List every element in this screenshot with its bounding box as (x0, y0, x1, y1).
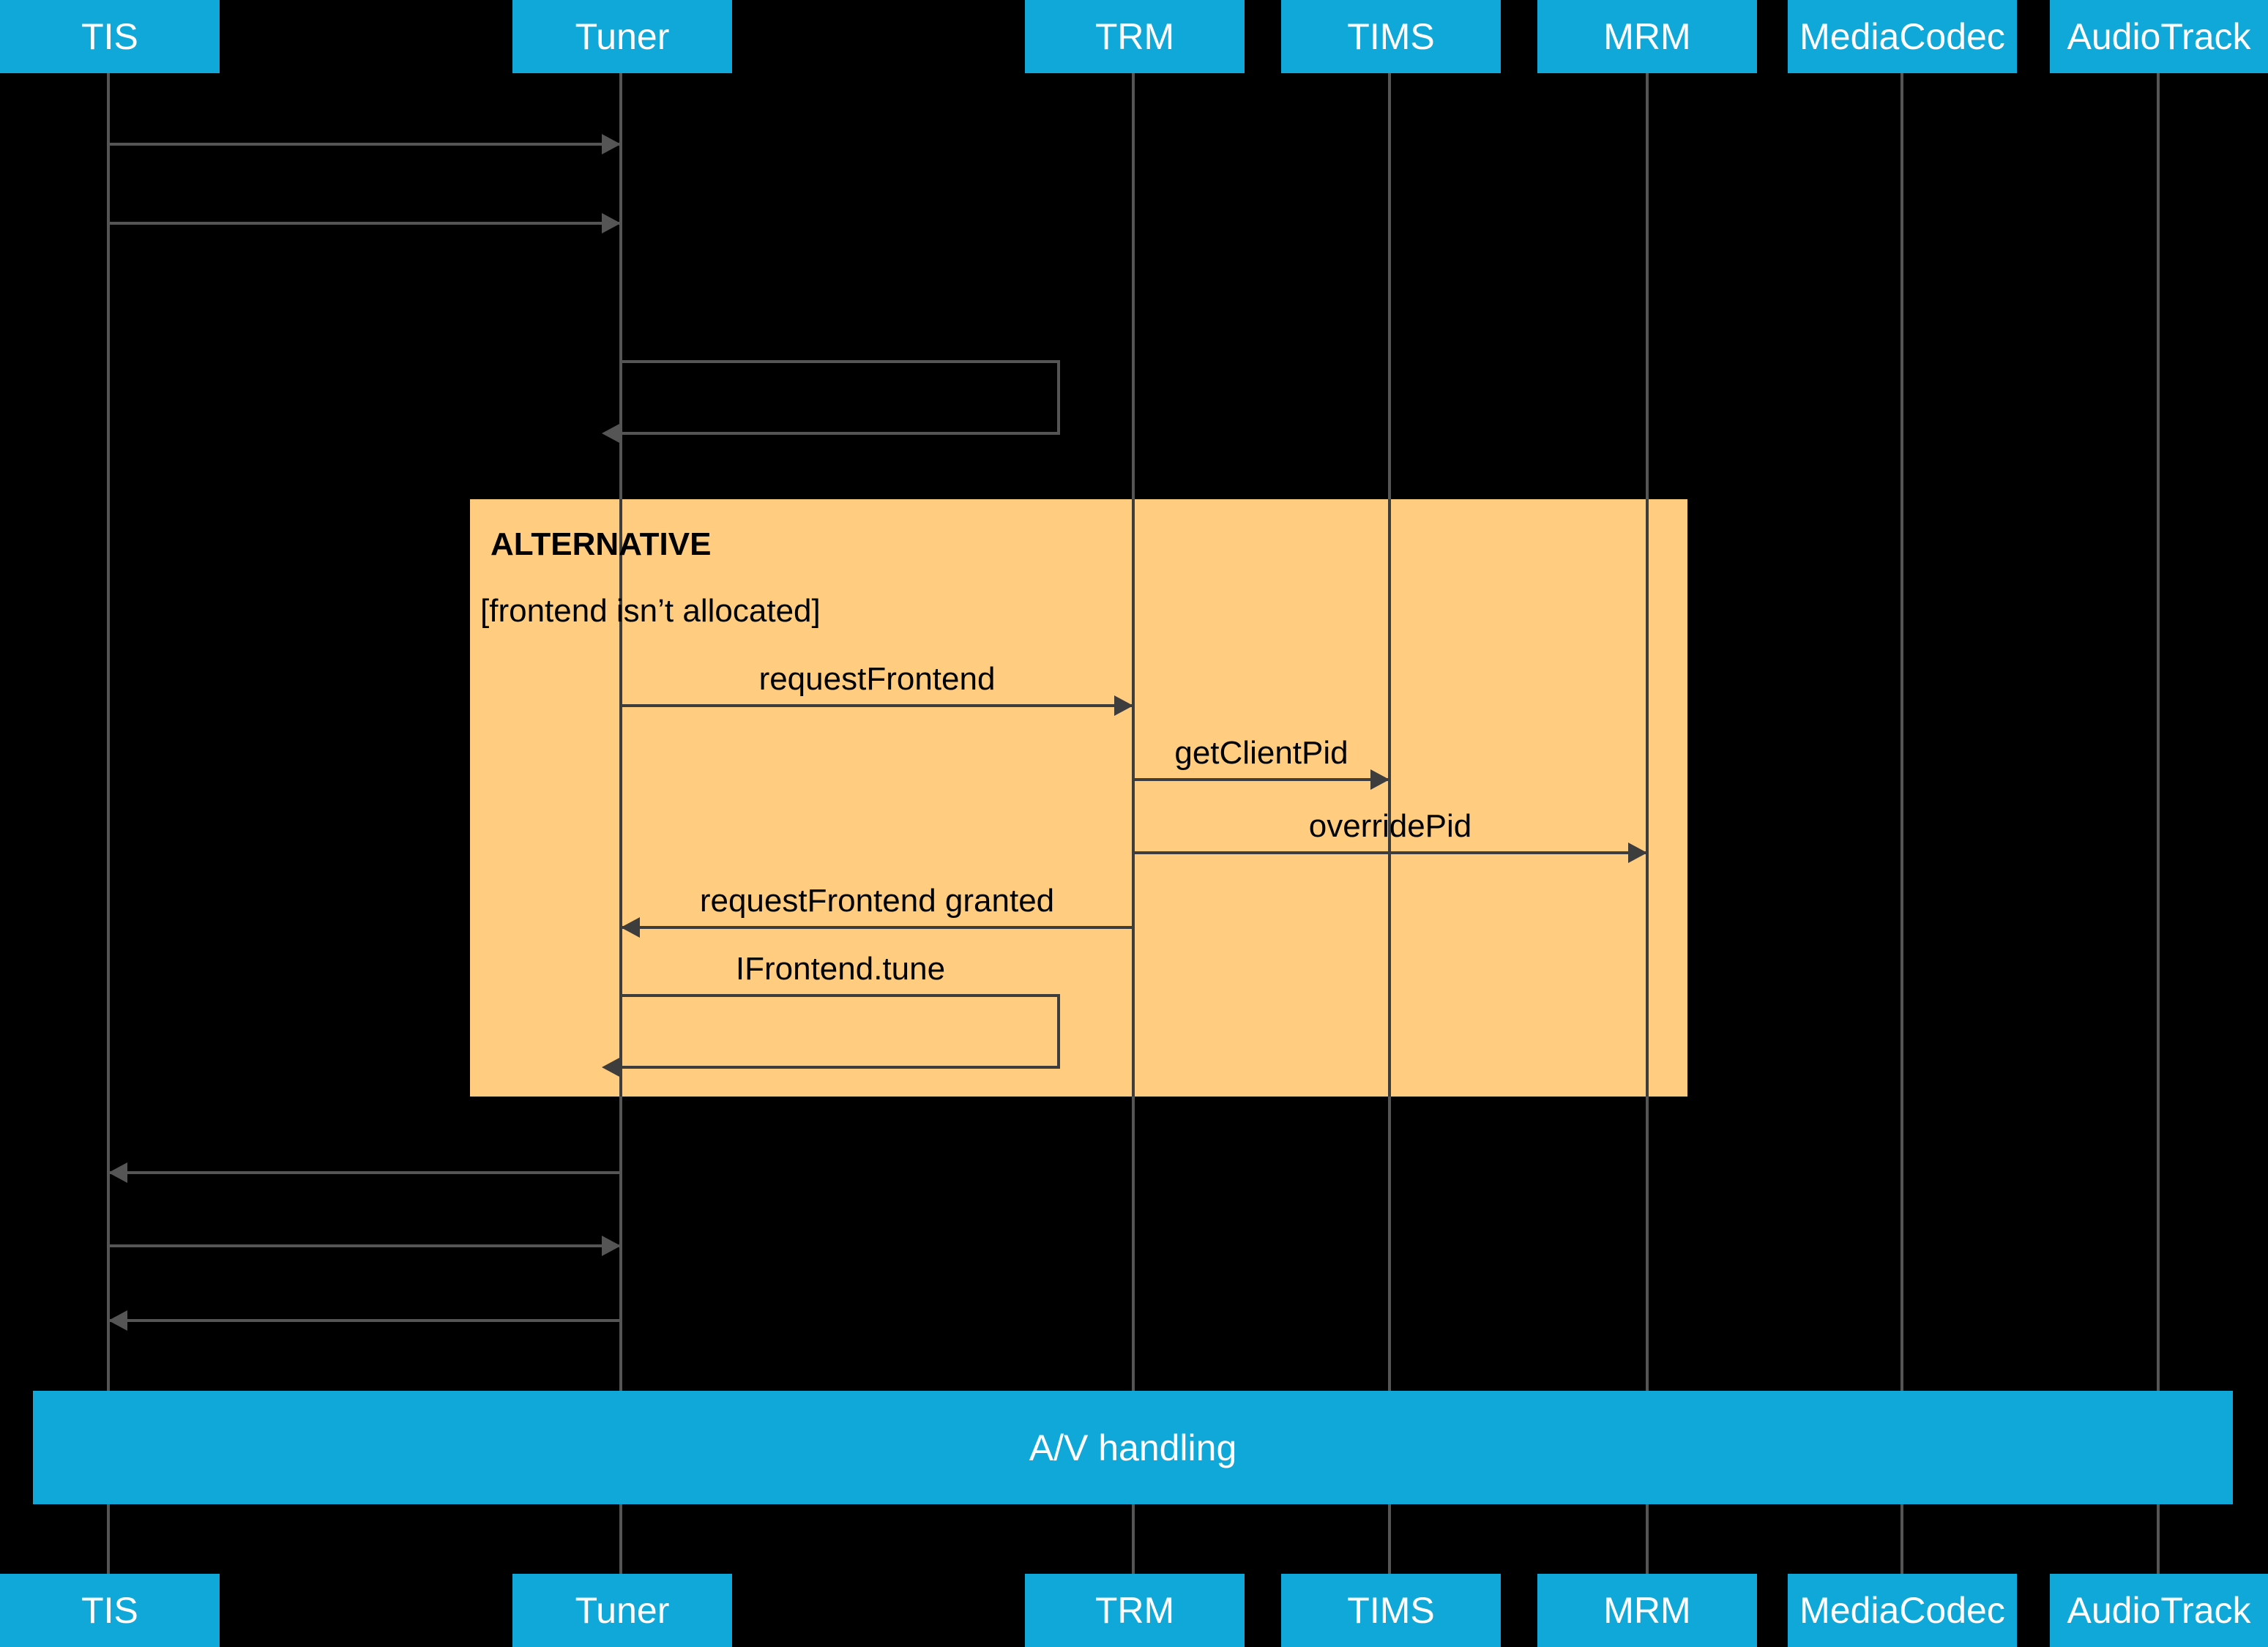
self-message-bottom-segment (621, 432, 1060, 435)
lifeline-tis (107, 73, 110, 1574)
participant-label: Tuner (575, 1590, 670, 1631)
participant-label: TIS (81, 16, 138, 57)
arrowhead-right (1114, 695, 1133, 716)
participant-label: MediaCodec (1799, 1590, 2005, 1631)
participant-box-tims-header[interactable]: TIMS (1281, 0, 1501, 73)
message-line (108, 1319, 621, 1322)
participant-box-tis-footer[interactable]: TIS (0, 1574, 220, 1647)
message-line (108, 143, 621, 146)
message-line (621, 704, 1133, 707)
lifeline-tims-in-fragment (1388, 499, 1391, 1097)
arrowhead-left (602, 423, 621, 444)
arrowhead-left (621, 917, 640, 938)
lifeline-trm-in-fragment (1132, 499, 1135, 1097)
participant-label: Tuner (575, 16, 670, 57)
message-line (1133, 778, 1389, 781)
arrowhead-right (602, 1236, 621, 1256)
participant-box-mediacodec-header[interactable]: MediaCodec (1788, 0, 2017, 73)
self-message-top-segment (621, 994, 1060, 997)
participant-label: MediaCodec (1799, 16, 2005, 57)
message-line (108, 1171, 621, 1174)
message-line (108, 1244, 621, 1247)
lifeline-mediacodec (1900, 73, 1903, 1574)
alternative-fragment (470, 499, 1687, 1097)
participant-label: MRM (1603, 1590, 1691, 1631)
fragment-title: ALTERNATIVE (490, 526, 712, 562)
message-line (621, 926, 1133, 929)
lifeline-mrm-in-fragment (1646, 499, 1649, 1097)
participant-box-audiotrack-header[interactable]: AudioTrack (2050, 0, 2268, 73)
message-line (1133, 851, 1647, 854)
participant-box-audiotrack-footer[interactable]: AudioTrack (2050, 1574, 2268, 1647)
participant-label: TIMS (1347, 16, 1435, 57)
arrowhead-left (108, 1162, 127, 1183)
message-label: requestFrontend (758, 661, 996, 697)
message-label: overridePid (1308, 808, 1472, 844)
self-message-right-segment (1057, 994, 1060, 1069)
participant-label: AudioTrack (2067, 1590, 2251, 1631)
participant-box-trm-header[interactable]: TRM (1025, 0, 1245, 73)
participant-box-trm-footer[interactable]: TRM (1025, 1574, 1245, 1647)
message-line (108, 222, 621, 225)
av-handling-bar[interactable]: A/V handling (33, 1391, 2233, 1504)
arrowhead-right (1370, 769, 1389, 790)
arrowhead-right (602, 213, 621, 234)
fragment-guard-condition: [frontend isn’t allocated] (480, 593, 821, 629)
arrowhead-right (602, 134, 621, 154)
participant-label: TIMS (1347, 1590, 1435, 1631)
participant-box-tuner-header[interactable]: Tuner (512, 0, 732, 73)
message-label: IFrontend.tune (735, 951, 946, 987)
arrowhead-right (1628, 843, 1647, 863)
participant-box-tis-header[interactable]: TIS (0, 0, 220, 73)
message-label: getClientPid (1174, 735, 1349, 771)
participant-box-mrm-footer[interactable]: MRM (1537, 1574, 1757, 1647)
participant-label: MRM (1603, 16, 1691, 57)
participant-label: AudioTrack (2067, 16, 2251, 57)
participant-box-tims-footer[interactable]: TIMS (1281, 1574, 1501, 1647)
lifeline-audiotrack (2157, 73, 2160, 1574)
participant-label: TIS (81, 1590, 138, 1631)
arrowhead-left (108, 1310, 127, 1331)
participant-label: TRM (1094, 16, 1175, 57)
participant-box-mediacodec-footer[interactable]: MediaCodec (1788, 1574, 2017, 1647)
arrowhead-left (602, 1057, 621, 1078)
participant-box-tuner-footer[interactable]: Tuner (512, 1574, 732, 1647)
message-label: requestFrontend granted (699, 883, 1055, 919)
self-message-bottom-segment (621, 1066, 1060, 1069)
self-message-top-segment (621, 360, 1060, 363)
self-message-right-segment (1057, 360, 1060, 435)
lifeline-tuner-in-fragment (619, 499, 622, 1097)
participant-box-mrm-header[interactable]: MRM (1537, 0, 1757, 73)
av-handling-label: A/V handling (1029, 1427, 1237, 1468)
participant-label: TRM (1094, 1590, 1175, 1631)
